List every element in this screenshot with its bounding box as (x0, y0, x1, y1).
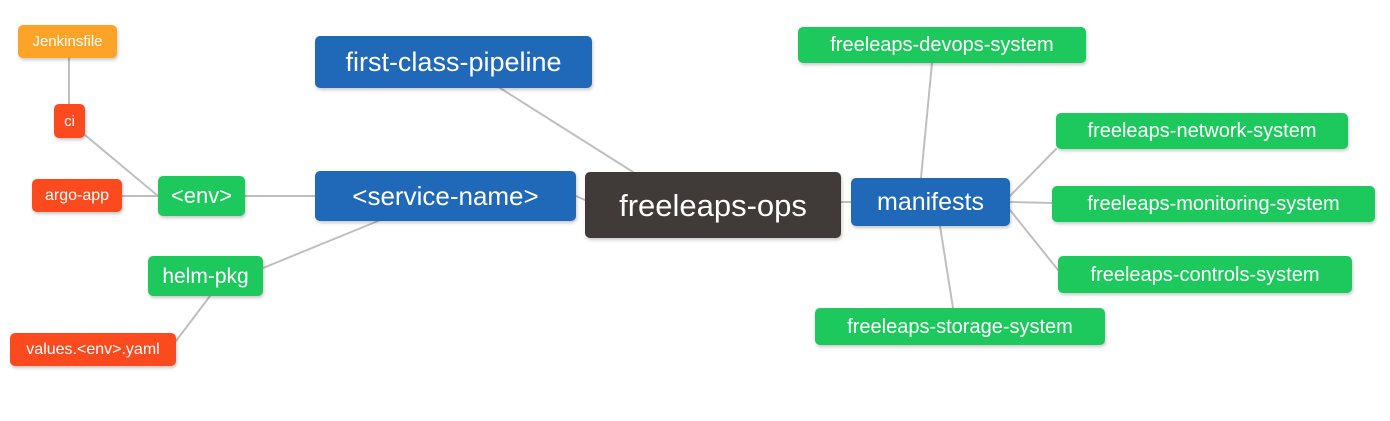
mindmap-node-ci[interactable]: ci (54, 104, 85, 138)
edge-manifests-monitoring (1009, 201, 1053, 204)
mindmap-node-env[interactable]: <env> (158, 176, 245, 216)
mindmap-node-label: freeleaps-ops (619, 187, 807, 223)
mindmap-node-label: manifests (877, 187, 984, 216)
mindmap-node-label: helm-pkg (162, 264, 249, 288)
mindmap-node-label: freeleaps-network-system (1087, 120, 1317, 142)
mindmap-node-label: freeleaps-controls-system (1090, 263, 1320, 286)
mindmap-node-freeleaps-monitoring-system[interactable]: freeleaps-monitoring-system (1052, 186, 1375, 222)
mindmap-node-label: ci (64, 112, 75, 130)
mindmap-node-label: freeleaps-monitoring-system (1087, 193, 1340, 215)
edge-manifests-controls (1009, 209, 1059, 271)
mindmap-node-label: freeleaps-storage-system (847, 315, 1073, 338)
mindmap-node-helm-pkg[interactable]: helm-pkg (148, 256, 263, 296)
mindmap-node-label: <service-name> (352, 181, 539, 211)
edge-servicename-root (575, 195, 586, 201)
mindmap-node-manifests[interactable]: manifests (851, 178, 1010, 226)
mindmap-node-service-name[interactable]: <service-name> (315, 171, 576, 221)
mindmap-node-label: first-class-pipeline (345, 46, 562, 77)
edge-manifests-storage (939, 225, 954, 309)
mindmap-node-jenkinsfile[interactable]: Jenkinsfile (18, 25, 117, 58)
mindmap-node-freeleaps-controls-system[interactable]: freeleaps-controls-system (1058, 256, 1352, 293)
mindmap-node-label: values.<env>.yaml (26, 340, 160, 358)
mindmap-node-freeleaps-devops-system[interactable]: freeleaps-devops-system (798, 27, 1086, 63)
edge-manifests-devops (920, 62, 933, 179)
mindmap-node-argo-app[interactable]: argo-app (32, 179, 122, 212)
mindmap-node-freeleaps-network-system[interactable]: freeleaps-network-system (1056, 113, 1348, 149)
mindmap-node-label: <env> (170, 183, 233, 208)
mindmap-node-freeleaps-storage-system[interactable]: freeleaps-storage-system (815, 308, 1105, 345)
mindmap-node-first-class-pipeline[interactable]: first-class-pipeline (315, 36, 592, 88)
edge-helmpkg-servicename (262, 220, 379, 269)
mindmap-node-label: argo-app (44, 186, 110, 204)
edge-pipeline-root (499, 87, 634, 173)
mindmap-node-values-yaml[interactable]: values.<env>.yaml (10, 333, 176, 366)
mindmap-node-label: Jenkinsfile (32, 33, 103, 50)
edge-manifests-network (1009, 148, 1057, 197)
mindmap-node-label: freeleaps-devops-system (830, 34, 1054, 56)
edge-valuesyaml-helmpkg (175, 295, 211, 342)
mindmap-node-freeleaps-ops[interactable]: freeleaps-ops (585, 172, 841, 238)
